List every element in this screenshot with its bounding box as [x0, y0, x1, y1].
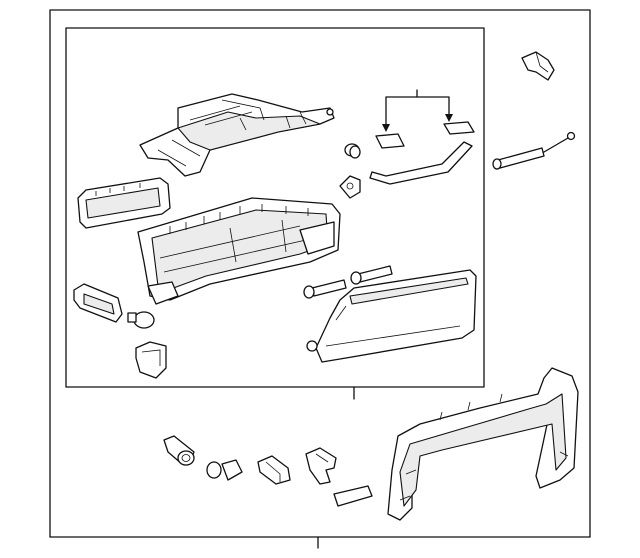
trim-strip: [369, 141, 473, 185]
instrument-panel-trim: [387, 367, 579, 521]
trim-panel: [77, 177, 171, 229]
damper: [344, 143, 361, 159]
pad: [333, 485, 373, 507]
clip-top-right: [521, 51, 555, 81]
pin-bolt-1: [303, 279, 347, 299]
bushing: [206, 459, 243, 481]
labels: [375, 89, 475, 149]
inner-frame: [65, 27, 485, 388]
clip-b: [305, 447, 337, 485]
glove-box-door: [315, 269, 477, 363]
clip-a: [257, 455, 291, 485]
bolt-large: [163, 435, 195, 466]
lock-cylinder: [73, 283, 123, 323]
glove-box-housing: [137, 197, 341, 305]
retainer: [135, 341, 167, 379]
upper-bracket: [139, 93, 335, 177]
pin-bolt-2: [350, 265, 393, 285]
gas-strut: [492, 131, 576, 170]
clip: [339, 175, 361, 199]
outer-frame: [49, 9, 591, 538]
door-bumper: [306, 340, 318, 352]
bumper-stop: [127, 311, 155, 329]
